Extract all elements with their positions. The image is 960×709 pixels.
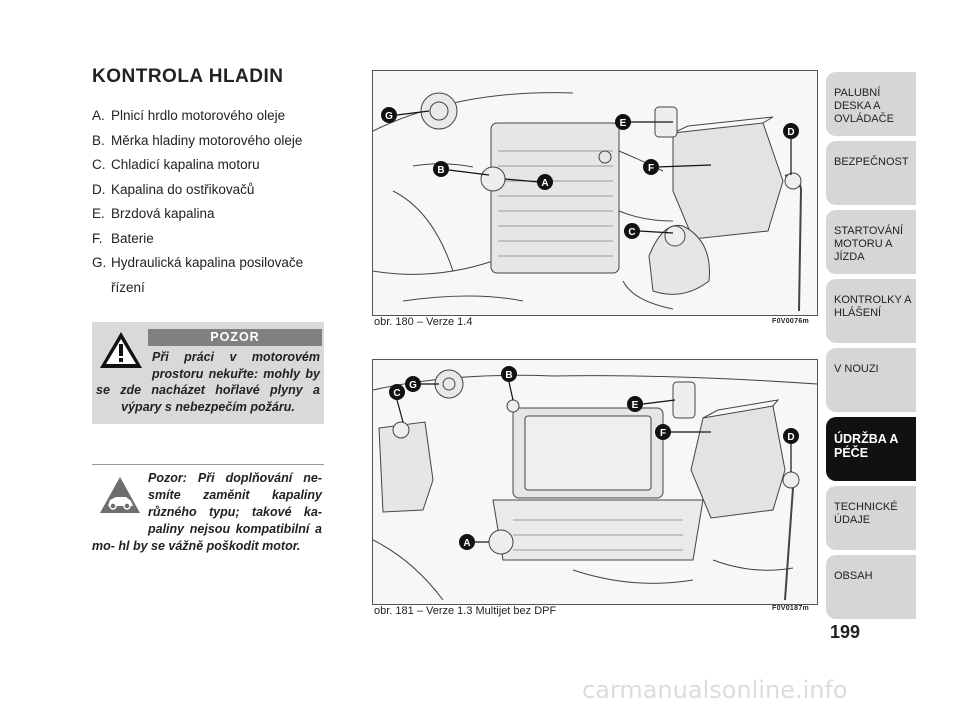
tab-palubni-deska[interactable]: PALUBNÍ DESKA A OVLÁDAČE [826, 72, 916, 136]
callout-label: D [787, 127, 794, 138]
engine-bay-drawing: G B C E F D A [373, 366, 817, 601]
tab-bezpecnost[interactable]: BEZPEČNOST [826, 141, 916, 205]
figure-caption: obr. 181 – Verze 1.3 Multijet bez DPF [374, 605, 557, 617]
warning-box: POZOR Při práci v motorovém prostoru nek… [92, 322, 324, 424]
engine-figure-181: G B C E F D A [372, 359, 818, 605]
callout-label: F [648, 163, 654, 174]
legend-item: D.Kapalina do ostřikovačů [92, 181, 255, 197]
chapter-tabs: PALUBNÍ DESKA A OVLÁDAČE BEZPEČNOST STAR… [826, 72, 916, 624]
callout-label: C [393, 388, 400, 399]
callout-label: G [385, 111, 393, 122]
figure-code: F0V0076m [772, 318, 810, 325]
callout-label: E [632, 400, 639, 411]
callout-label: A [463, 538, 470, 549]
legend-item: G.Hydraulická kapalina posilovače řízení [92, 255, 304, 295]
note-text: Pozor: Při doplňování ne- smíte zaměnit … [92, 471, 322, 553]
figure-code: F0V0187m [772, 605, 810, 612]
callout-label: D [787, 432, 794, 443]
legend-item: C.Chladicí kapalina motoru [92, 157, 260, 172]
legend-list: A.Plnicí hrdlo motorového oleje B.Měrka … [92, 104, 324, 300]
warning-header: POZOR [148, 329, 322, 346]
car-warning-icon [98, 475, 142, 520]
engine-bay-drawing: G E D B A F C [373, 92, 803, 312]
legend-item: A.Plnicí hrdlo motorového oleje [92, 108, 286, 123]
page-title: KONTROLA HLADIN [92, 66, 284, 87]
callout-label: B [437, 165, 444, 176]
callout-label: G [409, 380, 417, 391]
callout-label: F [660, 428, 666, 439]
figure-caption: obr. 180 – Verze 1.4 [374, 316, 473, 328]
callout-label: B [505, 370, 512, 381]
legend-item: E.Brzdová kapalina [92, 206, 215, 221]
page-number: 199 [830, 622, 861, 642]
tab-technicke-udaje[interactable]: TECHNICKÉ ÚDAJE [826, 486, 916, 550]
engine-figure-180: G E D B A F C [372, 70, 818, 316]
legend-item: F.Baterie [92, 230, 154, 246]
warning-triangle-icon [98, 330, 144, 375]
callout-label: E [620, 118, 627, 129]
tab-obsah[interactable]: OBSAH [826, 555, 916, 619]
callout-label: C [628, 227, 635, 238]
legend-item: B.Měrka hladiny motorového oleje [92, 132, 303, 148]
note-box: Pozor: Při doplňování ne- smíte zaměnit … [92, 464, 324, 553]
tab-startovani[interactable]: STARTOVÁNÍ MOTORU A JÍZDA [826, 210, 916, 274]
tab-udrzba[interactable]: ÚDRŽBA A PÉČE [826, 417, 916, 481]
tab-kontrolky[interactable]: KONTROLKY A HLÁŠENÍ [826, 279, 916, 343]
callout-label: A [541, 178, 548, 189]
warning-text: Při práci v motorovém prostoru nekuřte: … [96, 350, 320, 414]
tab-v-nouzi[interactable]: V NOUZI [826, 348, 916, 412]
watermark: carmanualsonline.info [582, 676, 848, 704]
